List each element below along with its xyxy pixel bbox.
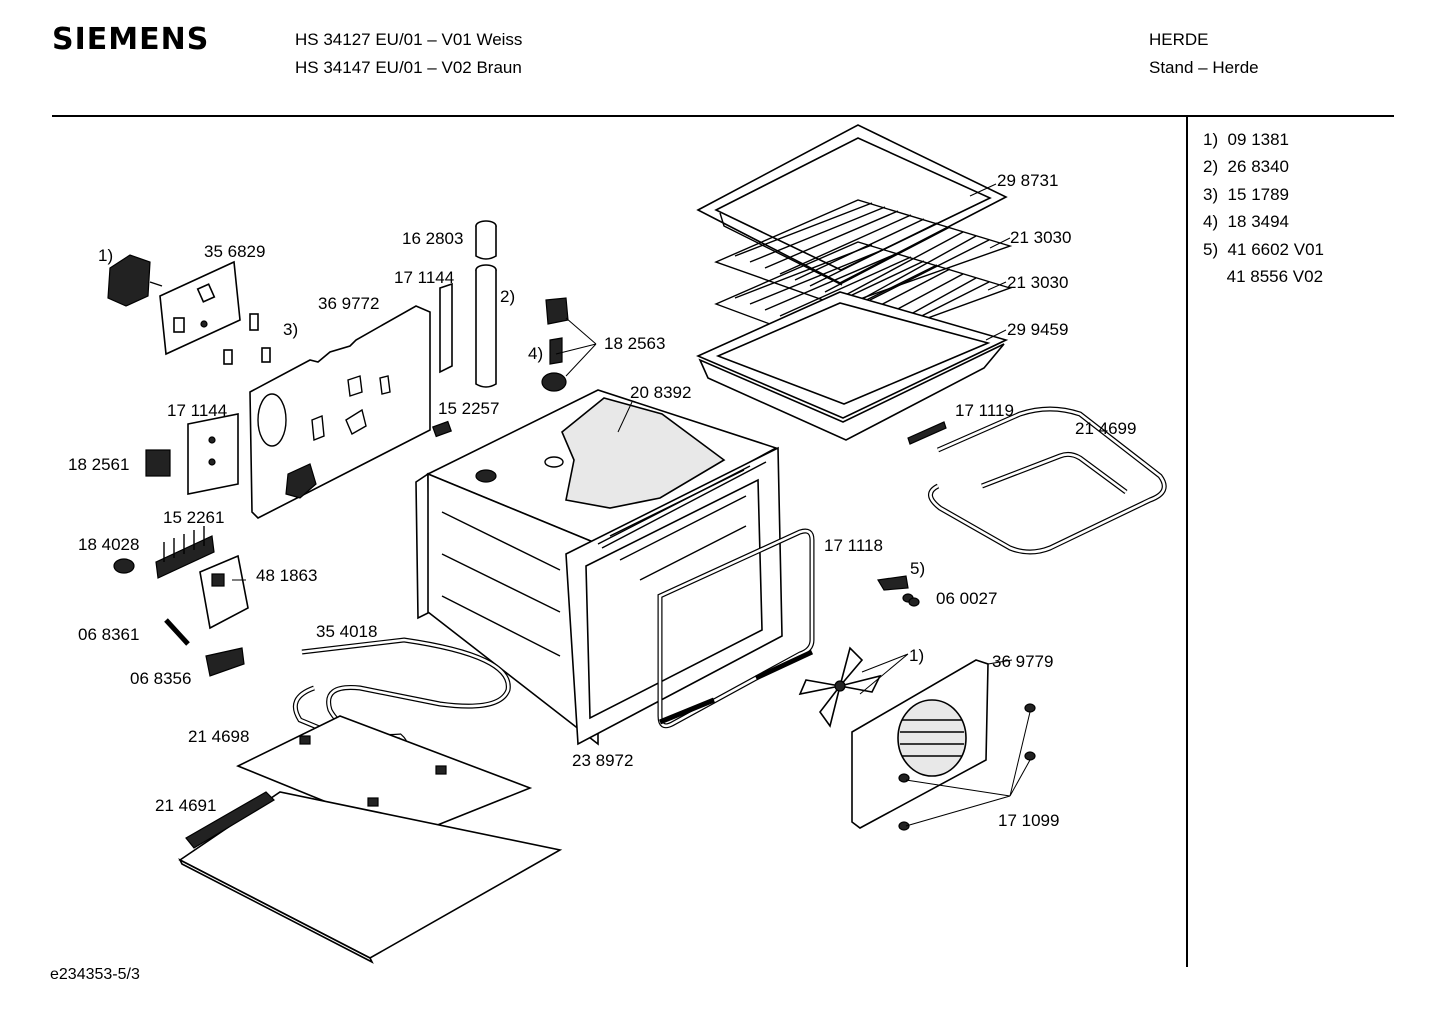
part-number-label: 35 4018 — [316, 622, 377, 641]
tube-part — [475, 264, 497, 388]
part-number-label: 21 3030 — [1007, 273, 1068, 292]
mounting-plate-part — [199, 554, 249, 630]
part-reference-label: 1) — [909, 646, 924, 665]
part-number-label: 36 9779 — [992, 652, 1053, 671]
part-number-label: 21 4691 — [155, 796, 216, 815]
legend-item: 41 8556 V02 — [1203, 267, 1324, 287]
part-number-label: 06 0027 — [936, 589, 997, 608]
category-block: HERDE Stand – Herde — [1149, 26, 1259, 82]
model-list: HS 34127 EU/01 – V01 Weiss HS 34147 EU/0… — [295, 26, 522, 82]
bolt-part — [164, 618, 190, 646]
baking-tray-part — [696, 124, 1008, 286]
part-number-label: 21 3030 — [1010, 228, 1071, 247]
part-number-label: 17 1118 — [824, 536, 883, 555]
part-number-label: 06 8361 — [78, 625, 139, 644]
legend-item: 1) 09 1381 — [1203, 130, 1290, 149]
part-number-label: 48 1863 — [256, 566, 317, 585]
legend-panel: 1) 09 1381 2) 26 8340 3) 15 1789 4) 18 3… — [1203, 126, 1324, 290]
legend-divider — [1186, 117, 1188, 967]
fan-blade-part — [798, 646, 882, 728]
clip-part — [223, 313, 271, 365]
leader-lines — [232, 183, 1031, 827]
model-line-1: HS 34127 EU/01 – V01 Weiss — [295, 30, 523, 49]
part-reference-label: 3) — [283, 320, 298, 339]
deep-tray-part — [696, 291, 1009, 441]
hinge-bracket-part — [187, 413, 239, 495]
part-number-label: 15 2261 — [163, 508, 224, 527]
part-number-label: 17 1144 — [394, 268, 454, 287]
drawing-code: e234353-5/3 — [50, 966, 140, 983]
part-number-label: 17 1144 — [167, 401, 227, 420]
header-divider — [52, 115, 1394, 117]
tube-part — [475, 220, 497, 260]
legend-item: 2) 26 8340 — [1203, 157, 1290, 177]
part-number-label: 06 8356 — [130, 669, 191, 688]
connector-part — [145, 449, 171, 477]
lamp-holder-part — [541, 297, 569, 392]
hinge-bracket-part — [439, 282, 453, 374]
fan-cover-part — [851, 659, 989, 829]
category-line-2: Stand – Herde — [1149, 58, 1259, 77]
part-number-label: 17 1099 — [998, 811, 1059, 830]
part-number-label: 29 8731 — [997, 171, 1058, 190]
insulation-panel-part — [249, 305, 431, 519]
legend-item: 3) 15 1789 — [1203, 184, 1290, 204]
part-number-label: 23 8972 — [572, 751, 633, 770]
part-number-label: 21 4699 — [1075, 419, 1136, 438]
bottom-plate-part — [178, 791, 563, 964]
door-gasket-part — [657, 528, 815, 729]
bracket-part — [907, 421, 947, 445]
legend-item: 5) 41 6602 V01 — [1203, 239, 1324, 259]
part-number-label: 16 2803 — [402, 229, 463, 248]
part-number-label: 18 2563 — [604, 334, 665, 353]
part-number-label: 36 9772 — [318, 294, 379, 313]
part-number-label: 35 6829 — [204, 242, 265, 261]
model-line-2: HS 34147 EU/01 – V02 Braun — [295, 58, 522, 77]
terminal-block-part — [155, 526, 215, 579]
part-reference-label: 5) — [910, 559, 925, 578]
heating-element-part — [928, 406, 1167, 555]
part-number-label: 17 1119 — [955, 401, 1014, 420]
thermostat-part — [107, 254, 163, 307]
screw-part — [113, 558, 135, 574]
part-number-label: 21 4698 — [188, 727, 249, 746]
part-number-label: 18 4028 — [78, 535, 139, 554]
clip-part — [877, 575, 920, 607]
part-number-label: 15 2257 — [438, 399, 499, 418]
part-reference-label: 1) — [98, 246, 113, 265]
category-line-1: HERDE — [1149, 30, 1209, 49]
clip-part — [432, 420, 452, 438]
part-number-label: 20 8392 — [630, 383, 691, 402]
part-reference-label: 2) — [500, 287, 515, 306]
part-reference-label: 4) — [528, 344, 543, 363]
connector-part — [205, 647, 245, 677]
mounting-bracket-part — [159, 260, 241, 356]
oven-cavity-part — [415, 389, 783, 746]
part-number-label: 29 9459 — [1007, 320, 1068, 339]
part-number-label: 18 2561 — [68, 455, 129, 474]
legend-item: 4) 18 3494 — [1203, 212, 1290, 232]
brand-logo: SIEMENS — [52, 22, 210, 57]
